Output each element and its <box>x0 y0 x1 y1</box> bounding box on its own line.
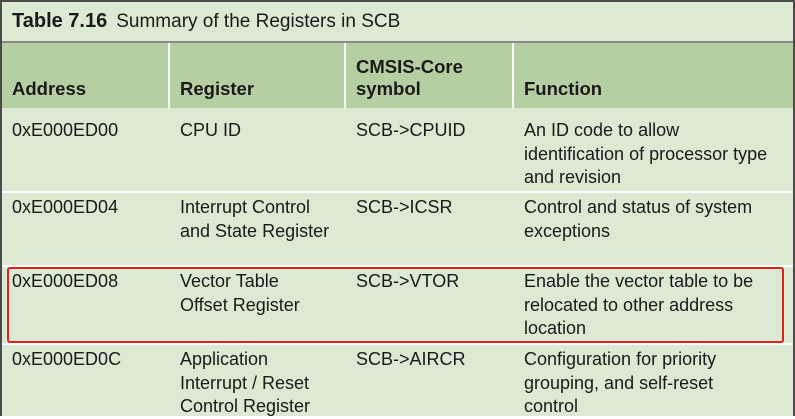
cell-symbol: SCB->ICSR <box>356 197 453 217</box>
cell-symbol: SCB->VTOR <box>356 271 460 291</box>
cell-symbol: SCB->CPUID <box>356 120 466 140</box>
header-cmsis-line1: CMSIS-Core <box>356 56 463 77</box>
header-cmsis-symbol-label: CMSIS-Core symbol <box>356 56 463 100</box>
table-title: Table 7.16 Summary of the Registers in S… <box>2 2 793 43</box>
header-cmsis-symbol: CMSIS-Core symbol <box>346 43 514 108</box>
table-row: 0xE000ED04 Interrupt Control and State R… <box>2 193 793 265</box>
cell-function: Enable the vector table to be relocated … <box>524 271 754 338</box>
cell-register: Vector Table Offset Register <box>180 271 300 315</box>
cell-register: CPU ID <box>180 120 242 140</box>
header-address: Address <box>2 43 170 108</box>
cell-function: Configuration for priority grouping, and… <box>524 349 717 416</box>
cell-function: Control and status of system exceptions <box>524 197 753 241</box>
cell-register: Application Interrupt / Reset Control Re… <box>180 349 311 416</box>
header-function: Function <box>514 43 793 108</box>
column-divider <box>168 43 170 108</box>
cell-function: An ID code to allow identification of pr… <box>524 120 768 187</box>
row-divider <box>2 343 793 345</box>
column-divider <box>344 43 346 108</box>
row-divider <box>2 191 793 193</box>
header-cmsis-line2: symbol <box>356 78 421 99</box>
table-caption: Summary of the Registers in SCB <box>116 10 401 32</box>
header-register-label: Register <box>180 78 255 99</box>
header-address-label: Address <box>12 78 87 99</box>
cell-address: 0xE000ED04 <box>12 197 119 217</box>
cell-address: 0xE000ED0C <box>12 349 122 369</box>
cell-address: 0xE000ED00 <box>12 120 119 140</box>
header-function-label: Function <box>524 78 603 99</box>
table-number: Table 7.16 <box>12 10 108 32</box>
table-row-highlighted: 0xE000ED08 Vector Table Offset Register … <box>2 267 793 341</box>
table-row: 0xE000ED00 CPU ID SCB->CPUID An ID code … <box>2 116 793 190</box>
table-row: 0xE000ED0C Application Interrupt / Reset… <box>2 345 793 418</box>
cell-register: Interrupt Control and State Register <box>180 197 330 241</box>
table-header-row: Address Register CMSIS-Core symbol Funct… <box>2 43 793 108</box>
cell-symbol: SCB->AIRCR <box>356 349 466 369</box>
cell-address: 0xE000ED08 <box>12 271 119 291</box>
row-divider <box>2 265 793 267</box>
header-register: Register <box>170 43 346 108</box>
column-divider <box>512 43 514 108</box>
